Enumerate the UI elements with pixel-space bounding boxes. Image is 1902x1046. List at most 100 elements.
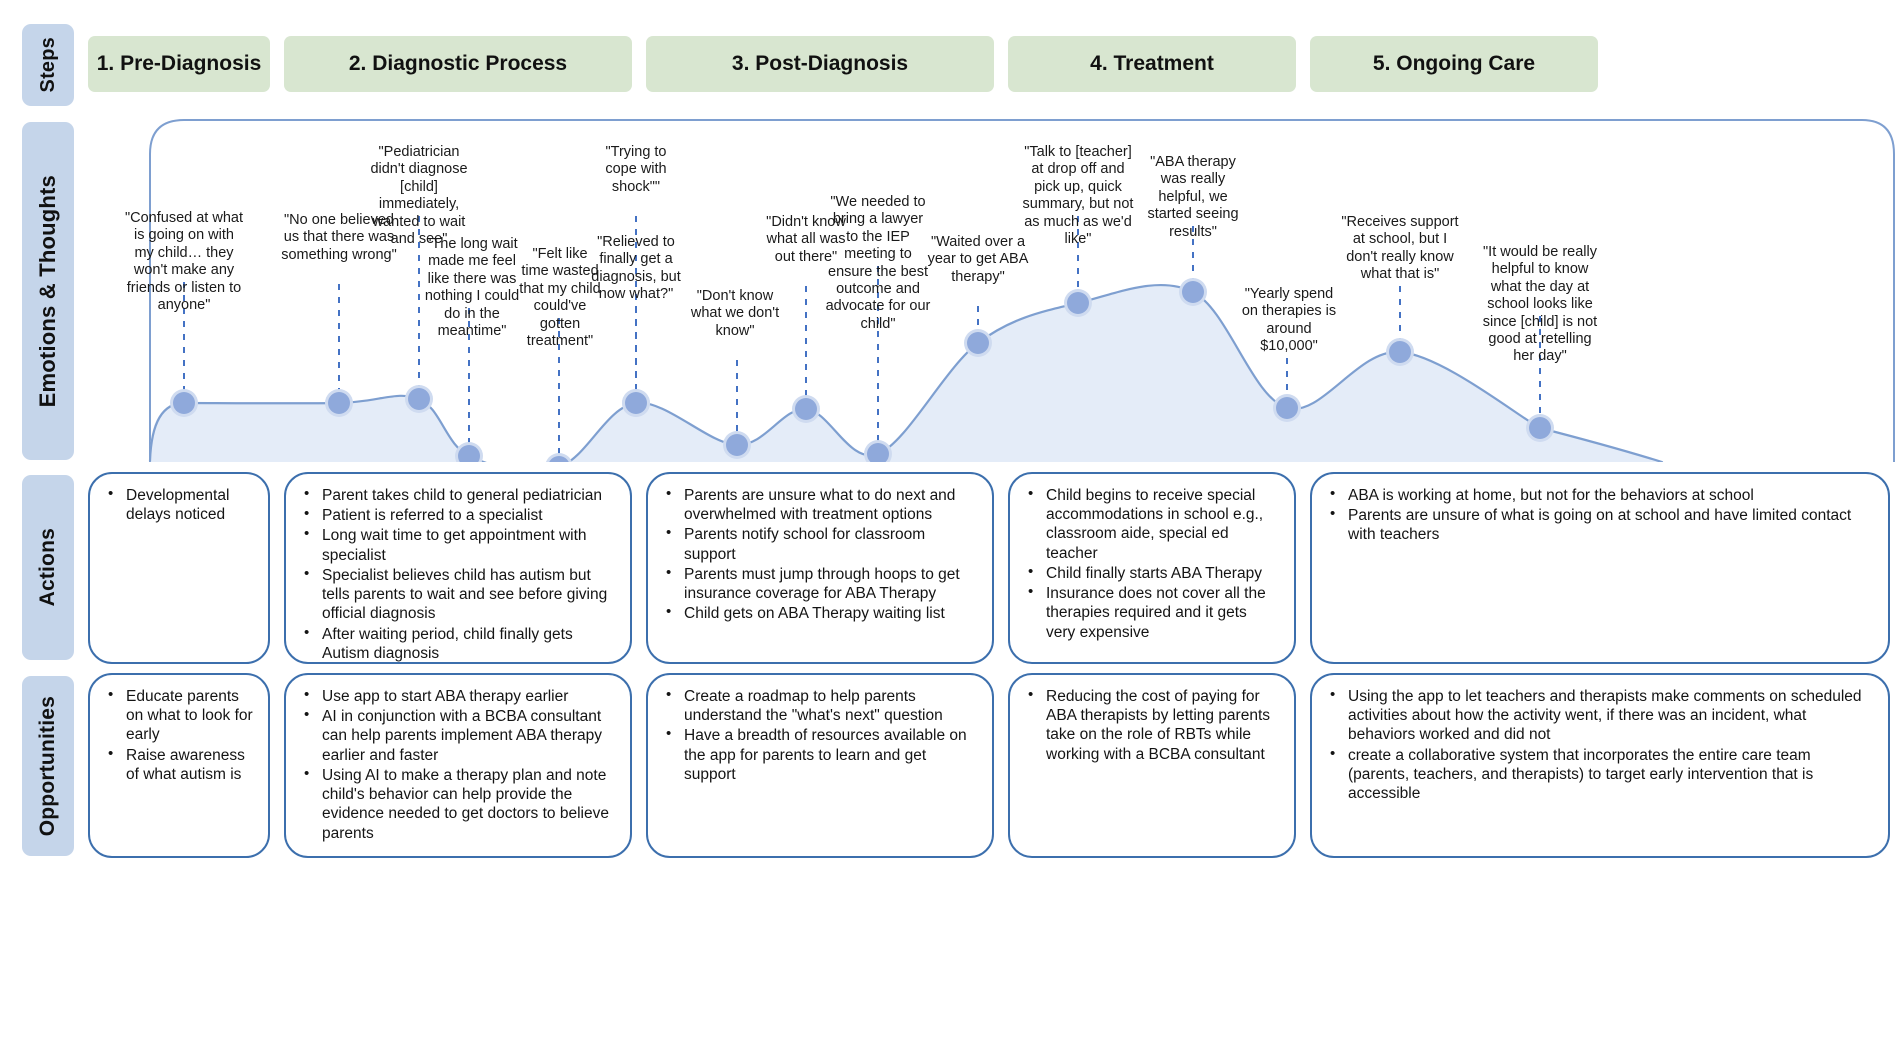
- rail-opportunities-text: Opportunities: [36, 695, 59, 837]
- emotion-note-text: "No one believed us that there was somet…: [281, 212, 397, 263]
- opportunities-row: Educate parents on what to look for earl…: [88, 673, 1890, 858]
- emotion-point[interactable]: [1067, 292, 1089, 314]
- emotion-curve-line: [148, 284, 1664, 462]
- emotion-note: "Don't know what we don't know": [680, 288, 790, 340]
- emotion-note-text: "The long wait made me feel like there w…: [424, 236, 520, 339]
- list-item: Parents are unsure what to do next and o…: [666, 485, 978, 524]
- list-item: Developmental delays noticed: [108, 485, 254, 524]
- actions-card[interactable]: Parent takes child to general pediatrici…: [284, 472, 632, 664]
- list-item: Using AI to make a therapy plan and note…: [304, 765, 616, 843]
- emotion-point[interactable]: [795, 398, 817, 420]
- actions-card[interactable]: Parents are unsure what to do next and o…: [646, 472, 994, 664]
- rail-emotions-text: Emotions & Thoughts: [35, 174, 60, 408]
- list-item: Raise awareness of what autism is: [108, 745, 254, 784]
- emotion-note: "ABA therapy was really helpful, we star…: [1147, 154, 1239, 241]
- emotion-point[interactable]: [1389, 341, 1411, 363]
- emotion-note: "Trying to cope with shock"": [590, 144, 682, 196]
- opportunities-list: Create a roadmap to help parents underst…: [658, 686, 978, 784]
- emotion-note-text: "Trying to cope with shock"": [605, 144, 667, 195]
- list-item: Educate parents on what to look for earl…: [108, 686, 254, 745]
- emotion-point[interactable]: [625, 392, 647, 414]
- actions-list: ABA is working at home, but not for the …: [1322, 485, 1874, 545]
- emotion-curve-svg: [148, 119, 1895, 462]
- step-chip-2-label: 2. Diagnostic Process: [348, 52, 568, 75]
- rail-label-steps: Steps: [22, 24, 74, 106]
- step-chip-3-label: 3. Post-Diagnosis: [731, 52, 909, 75]
- emotion-note-text: "It would be really helpful to know what…: [1482, 244, 1598, 365]
- actions-card[interactable]: ABA is working at home, but not for the …: [1310, 472, 1890, 664]
- actions-list: Developmental delays noticed: [100, 485, 254, 524]
- actions-card[interactable]: Developmental delays noticed: [88, 472, 270, 664]
- emotion-note: "Yearly spend on therapies is around $10…: [1239, 286, 1339, 356]
- list-item: Have a breadth of resources available on…: [666, 725, 978, 784]
- emotion-point[interactable]: [867, 443, 889, 462]
- step-chip-5[interactable]: 5. Ongoing Care: [1310, 36, 1598, 92]
- emotion-point[interactable]: [548, 456, 570, 462]
- list-item: Parents notify school for classroom supp…: [666, 524, 978, 563]
- list-item: Child begins to receive special accommod…: [1028, 485, 1280, 563]
- list-item: create a collaborative system that incor…: [1330, 745, 1874, 804]
- emotion-point[interactable]: [1276, 397, 1298, 419]
- list-item: Child gets on ABA Therapy waiting list: [666, 603, 978, 623]
- emotion-note-text: "Confused at what is going on with my ch…: [125, 210, 243, 313]
- emotion-point[interactable]: [1529, 417, 1551, 439]
- list-item: Use app to start ABA therapy earlier: [304, 686, 616, 706]
- rail-label-opportunities: Opportunities: [22, 676, 74, 856]
- step-chip-3[interactable]: 3. Post-Diagnosis: [646, 36, 994, 92]
- step-chip-5-label: 5. Ongoing Care: [1372, 52, 1536, 75]
- emotion-point[interactable]: [173, 392, 195, 414]
- emotion-point[interactable]: [408, 388, 430, 410]
- opportunities-card[interactable]: Reducing the cost of paying for ABA ther…: [1008, 673, 1296, 858]
- emotion-note: "Didn't know what all was out there": [766, 214, 846, 266]
- opportunities-card[interactable]: Educate parents on what to look for earl…: [88, 673, 270, 858]
- emotions-chart: "Confused at what is going on with my ch…: [112, 116, 1896, 462]
- emotion-note: "Talk to [teacher] at drop off and pick …: [1020, 144, 1136, 248]
- emotion-point[interactable]: [967, 332, 989, 354]
- rail-label-emotions: Emotions & Thoughts: [22, 122, 74, 460]
- emotion-note-text: "Talk to [teacher] at drop off and pick …: [1022, 144, 1134, 247]
- actions-card[interactable]: Child begins to receive special accommod…: [1008, 472, 1296, 664]
- emotion-note-text: "Relieved to finally get a diagnosis, bu…: [591, 234, 681, 303]
- opportunities-card[interactable]: Create a roadmap to help parents underst…: [646, 673, 994, 858]
- emotion-note-text: "Pediatrician didn't diagnose [child] im…: [370, 144, 468, 247]
- step-chip-2[interactable]: 2. Diagnostic Process: [284, 36, 632, 92]
- opportunities-list: Educate parents on what to look for earl…: [100, 686, 254, 784]
- emotion-note-text: "Waited over a year to get ABA therapy": [927, 234, 1029, 285]
- list-item: ABA is working at home, but not for the …: [1330, 485, 1874, 505]
- step-chip-4-label: 4. Treatment: [1090, 52, 1214, 75]
- emotion-note-text: "Don't know what we don't know": [690, 288, 780, 339]
- list-item: Patient is referred to a specialist: [304, 505, 616, 525]
- emotion-note: "Receives support at school, but I don't…: [1339, 214, 1461, 284]
- opportunities-card[interactable]: Using the app to let teachers and therap…: [1310, 673, 1890, 858]
- list-item: Parents must jump through hoops to get i…: [666, 564, 978, 603]
- emotion-note: "Pediatrician didn't diagnose [child] im…: [364, 144, 474, 248]
- list-item: Create a roadmap to help parents underst…: [666, 686, 978, 725]
- emotion-note-text: "Didn't know what all was out there": [766, 214, 846, 265]
- actions-row: Developmental delays noticed Parent takes…: [88, 472, 1890, 664]
- emotion-note-text: "ABA therapy was really helpful, we star…: [1147, 154, 1239, 240]
- emotion-note: "Confused at what is going on with my ch…: [124, 210, 244, 314]
- emotion-note-text: "Yearly spend on therapies is around $10…: [1241, 286, 1337, 355]
- opportunities-card[interactable]: Use app to start ABA therapy earlierAI i…: [284, 673, 632, 858]
- actions-list: Parents are unsure what to do next and o…: [658, 485, 978, 624]
- emotion-note: "The long wait made me feel like there w…: [417, 236, 527, 340]
- step-chip-1[interactable]: 1. Pre-Diagnosis: [88, 36, 270, 92]
- step-chip-1-label: 1. Pre-Diagnosis: [96, 52, 262, 75]
- list-item: AI in conjunction with a BCBA consultant…: [304, 706, 616, 765]
- opportunities-list: Reducing the cost of paying for ABA ther…: [1020, 686, 1280, 764]
- list-item: Using the app to let teachers and therap…: [1330, 686, 1874, 745]
- emotion-point[interactable]: [1182, 281, 1204, 303]
- emotion-note-text: "Felt like time wasted that my child cou…: [519, 246, 601, 349]
- actions-list: Parent takes child to general pediatrici…: [296, 485, 616, 663]
- list-item: Insurance does not cover all the therapi…: [1028, 583, 1280, 642]
- emotion-point[interactable]: [458, 445, 480, 462]
- emotion-note-text: "We needed to bring a lawyer to the IEP …: [825, 194, 931, 332]
- step-chip-4[interactable]: 4. Treatment: [1008, 36, 1296, 92]
- emotion-note: "Felt like time wasted that my child cou…: [519, 246, 601, 350]
- rail-actions-text: Actions: [36, 528, 59, 607]
- emotion-note: "No one believed us that there was somet…: [280, 212, 398, 264]
- emotion-point[interactable]: [726, 434, 748, 456]
- emotion-point[interactable]: [328, 392, 350, 414]
- emotion-note: "It would be really helpful to know what…: [1481, 244, 1599, 366]
